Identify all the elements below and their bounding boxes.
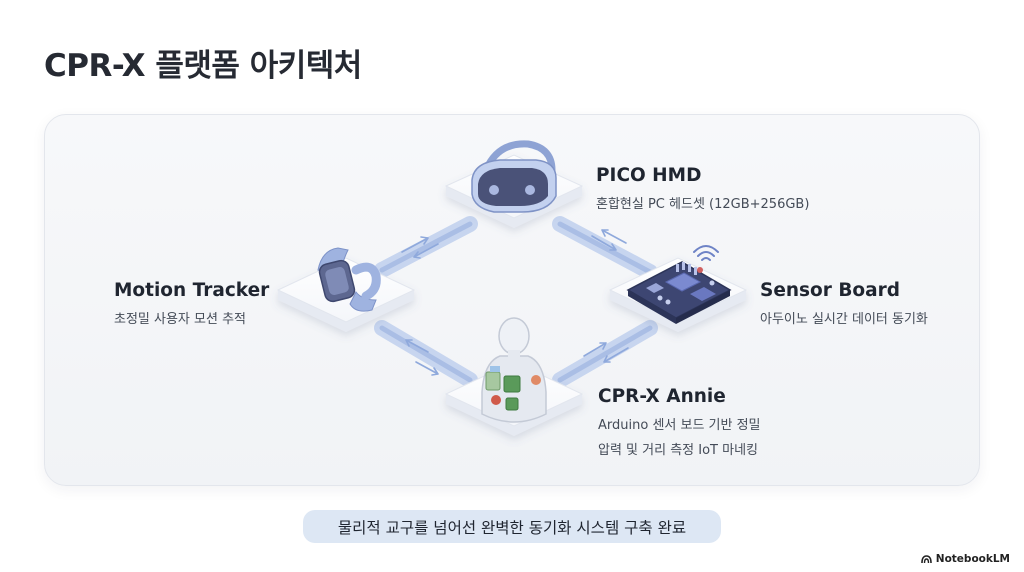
brand-watermark: NotebookLM	[920, 553, 1010, 565]
node-annie-subtitle-line1: Arduino 센서 보드 기반 정밀	[598, 418, 761, 433]
node-sensor-subtitle: 아두이노 실시간 데이터 동기화	[760, 312, 928, 327]
node-annie-subtitle-line2: 압력 및 거리 측정 IoT 마네킹	[598, 443, 758, 458]
node-sensor: Sensor Board 아두이노 실시간 데이터 동기화	[760, 280, 928, 327]
node-hmd: PICO HMD 혼합현실 PC 헤드셋 (12GB+256GB)	[596, 165, 809, 212]
node-tracker-subtitle: 초정밀 사용자 모션 추적	[114, 312, 246, 327]
flow-arrows	[401, 229, 629, 376]
vr-headset-icon	[471, 140, 557, 213]
node-hmd-subtitle: 혼합현실 PC 헤드셋 (12GB+256GB)	[596, 197, 810, 212]
node-annie-title: CPR-X Annie	[598, 386, 726, 407]
circuit-board-icon	[626, 261, 732, 324]
smartwatch-icon	[317, 247, 381, 312]
node-sensor-title: Sensor Board	[760, 280, 900, 301]
connection-annie-tracker	[374, 320, 478, 388]
wifi-icon	[693, 245, 719, 261]
node-tracker-title: Motion Tracker	[114, 280, 270, 301]
connection-sensor-annie	[552, 320, 658, 388]
mannequin-icon	[481, 317, 547, 423]
connection-tracker-hmd	[374, 216, 478, 278]
node-annie: CPR-X Annie Arduino 센서 보드 기반 정밀 압력 및 거리 …	[598, 386, 761, 458]
page-title: CPR-X 플랫폼 아키텍처	[44, 48, 362, 84]
notebooklm-logo-icon	[920, 554, 932, 563]
connection-hmd-sensor	[552, 216, 658, 280]
node-tracker: Motion Tracker 초정밀 사용자 모션 추적	[114, 280, 269, 327]
summary-caption-text: 물리적 교구를 넘어선 완벽한 동기화 시스템 구축 완료	[337, 518, 687, 537]
brand-name: NotebookLM	[935, 553, 1010, 565]
node-hmd-title: PICO HMD	[596, 165, 702, 186]
summary-caption: 물리적 교구를 넘어선 완벽한 동기화 시스템 구축 완료	[303, 510, 721, 543]
